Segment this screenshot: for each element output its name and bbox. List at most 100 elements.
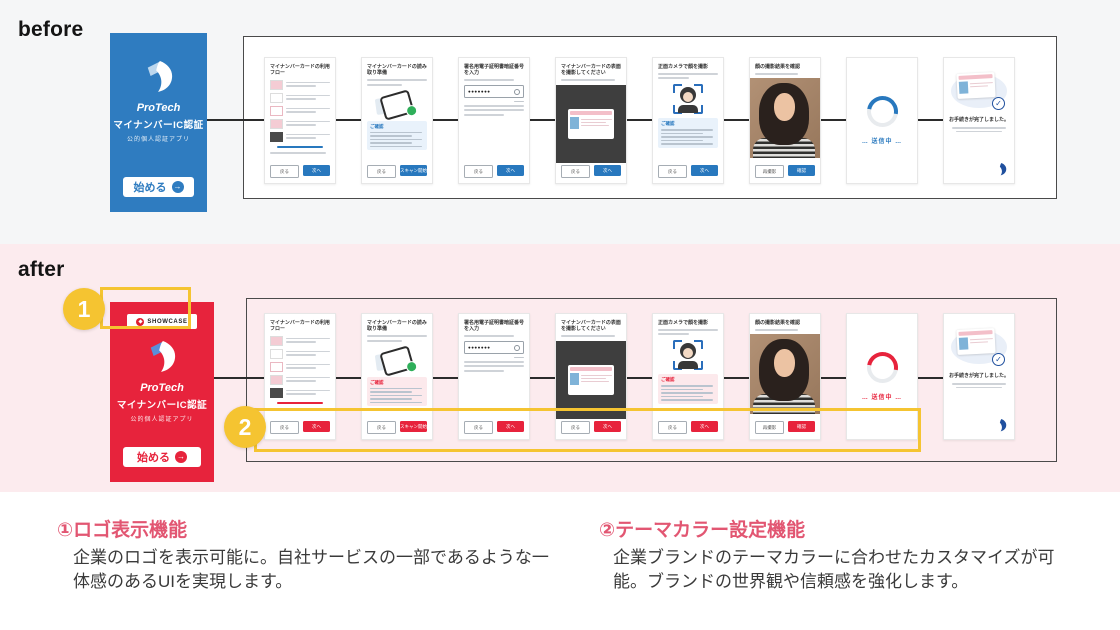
flow-step xyxy=(270,92,330,103)
show-pin-icon[interactable] xyxy=(514,344,520,351)
notice-label: ご確認 xyxy=(370,123,384,129)
text-line-placeholder xyxy=(755,328,799,331)
text-line-placeholder xyxy=(661,132,704,135)
notice-box: ご確認 xyxy=(367,376,427,406)
app-screen-flow: マイナンバーカードの利用フロー戻る次へ xyxy=(264,57,336,184)
button-row: 戻るスキャン開始 xyxy=(367,165,427,178)
back-button[interactable]: 再撮影 xyxy=(755,421,784,434)
text-line-placeholder xyxy=(464,335,515,337)
text-line-placeholder xyxy=(464,113,504,116)
step-text xyxy=(286,349,330,356)
flow-step xyxy=(270,118,330,129)
back-button[interactable]: 戻る xyxy=(270,421,299,434)
text-line-placeholder xyxy=(286,98,316,100)
protech-logo-swoosh-icon xyxy=(999,419,1007,432)
primary-button[interactable]: 次へ xyxy=(691,165,718,176)
captured-face-photo xyxy=(750,333,820,414)
text-line-placeholder xyxy=(581,380,609,382)
text-line-placeholder xyxy=(286,363,330,365)
app-title: マイナンバーIC認証 xyxy=(116,400,208,411)
text-line-placeholder xyxy=(464,109,524,111)
back-button[interactable]: 戻る xyxy=(561,165,590,178)
pin-input[interactable]: ●●●●●●● xyxy=(464,85,524,98)
notice-label: ご確認 xyxy=(661,121,675,127)
demo-link[interactable] xyxy=(277,145,323,148)
card-header xyxy=(570,111,612,115)
flow-step xyxy=(270,387,330,398)
notice-label: ご確認 xyxy=(370,379,384,385)
back-button[interactable]: 戻る xyxy=(561,421,590,434)
text-line-placeholder xyxy=(370,135,413,137)
primary-button[interactable]: 次へ xyxy=(594,421,621,432)
camera-viewfinder xyxy=(556,341,626,419)
frame-corner-icon xyxy=(694,105,703,115)
primary-button[interactable]: 次へ xyxy=(691,421,718,432)
text-line-placeholder xyxy=(581,374,612,376)
phone-scan-illustration xyxy=(374,344,419,377)
step-text xyxy=(286,375,330,382)
screen-title: 正面カメラで顔を撮影 xyxy=(658,320,709,326)
text-line-placeholder xyxy=(464,79,515,81)
show-pin-icon[interactable] xyxy=(514,88,520,95)
start-button[interactable]: 始める → xyxy=(123,177,194,197)
start-button-label: 始める xyxy=(133,182,167,194)
card-header xyxy=(958,74,993,80)
primary-button[interactable]: 次へ xyxy=(497,165,524,176)
flow-step xyxy=(270,105,330,116)
primary-button[interactable]: 次へ xyxy=(497,421,524,432)
primary-button[interactable]: 次へ xyxy=(303,421,330,432)
brand-name: ProTech xyxy=(136,102,181,114)
feature-1-description: 企業のロゴを表示可能に。自社サービスの一部であるような一体感のあるUIを実現しま… xyxy=(73,548,549,591)
flow-step xyxy=(270,374,330,385)
pin-dots: ●●●●●●● xyxy=(468,345,491,350)
text-line-placeholder xyxy=(286,111,316,113)
back-button[interactable]: 戻る xyxy=(658,421,687,434)
after-screens-frame xyxy=(246,298,1057,462)
back-button[interactable]: 戻る xyxy=(367,165,396,178)
logo-highlight-rectangle xyxy=(100,287,191,329)
sending-label: … 送信中 … xyxy=(861,395,903,401)
card-photo xyxy=(570,117,579,129)
back-button[interactable]: 戻る xyxy=(658,165,687,178)
text-line-placeholder xyxy=(370,131,422,133)
back-button[interactable]: 再撮影 xyxy=(755,165,784,178)
frame-corner-icon xyxy=(694,340,703,350)
primary-button[interactable]: スキャン開始 xyxy=(400,421,427,432)
start-button[interactable]: 始める → xyxy=(123,447,201,467)
text-line-placeholder xyxy=(956,130,1002,132)
primary-button[interactable]: スキャン開始 xyxy=(400,165,427,176)
app-screen-face-review: 顔の撮影結果を確認再撮影確認 xyxy=(749,57,821,184)
step-text xyxy=(286,119,330,126)
app-screen-card-photo: マイナンバーカードの表面を撮影してください戻る次へ xyxy=(555,313,627,440)
text-line-placeholder xyxy=(970,84,989,88)
step-thumbnail xyxy=(270,374,283,385)
back-button[interactable]: 戻る xyxy=(464,421,493,434)
text-line-placeholder xyxy=(581,121,606,123)
app-screen-face-review: 顔の撮影結果を確認再撮影確認 xyxy=(749,313,821,440)
captured-face-photo xyxy=(750,77,820,158)
text-line-placeholder xyxy=(661,392,713,394)
frame-corner-icon xyxy=(673,105,682,115)
back-button[interactable]: 戻る xyxy=(270,165,299,178)
primary-button[interactable]: 次へ xyxy=(303,165,330,176)
primary-button[interactable]: 次へ xyxy=(594,165,621,176)
text-line-placeholder xyxy=(370,142,413,144)
text-line-placeholder xyxy=(581,118,612,120)
card-body xyxy=(570,117,612,129)
text-line-placeholder xyxy=(661,129,713,131)
step-text xyxy=(286,80,330,87)
text-line-placeholder xyxy=(952,383,1006,385)
demo-link[interactable] xyxy=(277,401,323,404)
back-button[interactable]: 戻る xyxy=(367,421,396,434)
app-screen-sending: … 送信中 … xyxy=(846,313,918,440)
back-button[interactable]: 戻る xyxy=(464,165,493,178)
screen-title: マイナンバーカードの利用フロー xyxy=(270,320,330,333)
pin-input[interactable]: ●●●●●●● xyxy=(464,341,524,354)
before-section: before ProTech マイナンバーIC認証 公的個人認証アプリ 始める … xyxy=(0,0,1120,244)
primary-button[interactable]: 確認 xyxy=(788,165,815,176)
primary-button[interactable]: 確認 xyxy=(788,421,815,432)
complete-illustration: ✓ xyxy=(951,327,1007,367)
text-line-placeholder xyxy=(464,365,524,367)
complete-state: ✓お手続きが完了しました。 xyxy=(949,64,1009,132)
